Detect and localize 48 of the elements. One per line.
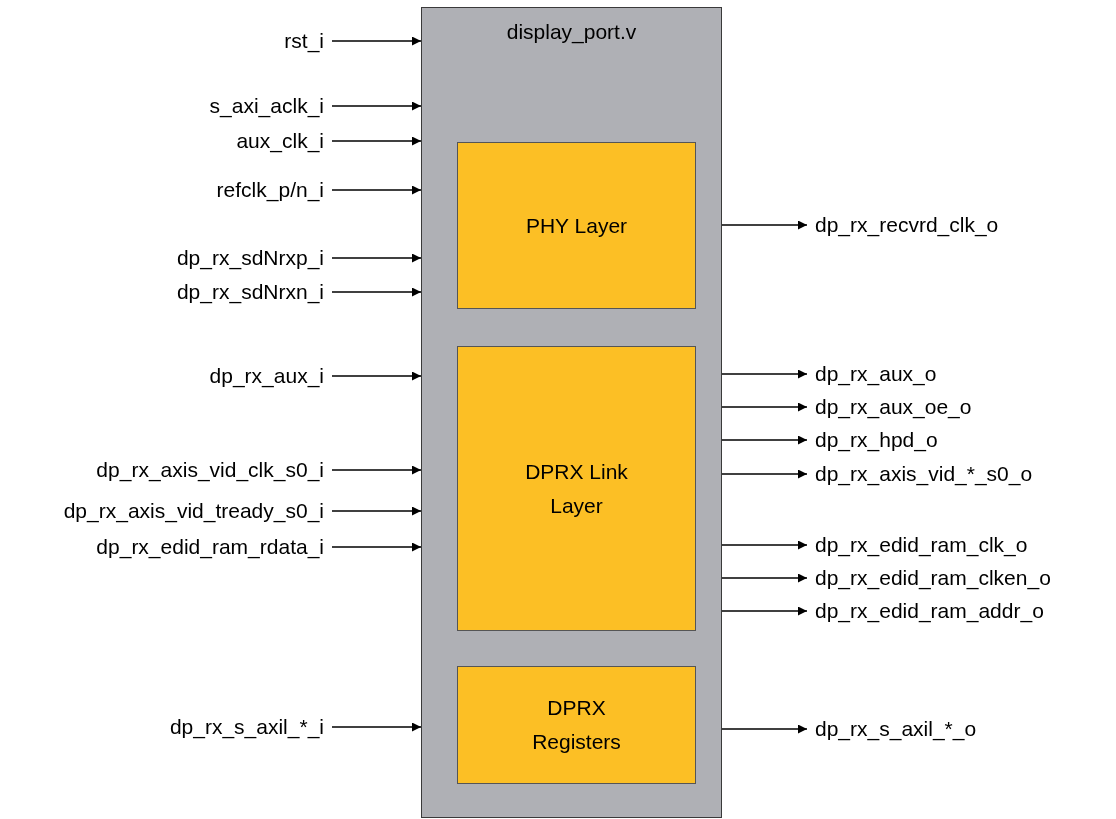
signal-label: dp_rx_edid_ram_clken_o [807,565,1051,591]
signal-label: dp_rx_axis_vid_clk_s0_i [96,457,332,483]
signal-label: dp_rx_edid_ram_clk_o [807,532,1028,558]
signal-label: dp_rx_aux_oe_o [807,394,972,420]
layer-label: PHY Layer [524,212,629,239]
signal-label: dp_rx_edid_ram_rdata_i [96,534,332,560]
signal-label: dp_rx_axis_vid_tready_s0_i [63,498,332,524]
layer-box [457,666,696,784]
signal-label: dp_rx_aux_i [209,363,332,389]
arrow [721,469,808,479]
module-box [421,7,722,818]
arrow [721,606,808,616]
arrow [331,253,422,263]
arrow [331,542,422,552]
layer-label: DPRX Link Layer [524,458,629,519]
signal-label: rst_i [284,28,332,54]
signal-label: dp_rx_edid_ram_addr_o [807,598,1044,624]
arrow [331,136,422,146]
arrow [331,722,422,732]
module-title: display_port.v [505,20,638,44]
signal-label: aux_clk_i [236,128,332,154]
signal-label: dp_rx_recvrd_clk_o [807,212,999,238]
arrow [721,402,808,412]
arrow [331,185,422,195]
layer-label: DPRX Registers [531,695,622,755]
arrow [721,220,808,230]
signal-label: dp_rx_s_axil_*_o [807,716,977,742]
arrow [721,724,808,734]
signal-label: s_axi_aclk_i [209,93,332,119]
arrow [331,36,422,46]
layer-box [457,142,696,309]
signal-label: dp_rx_aux_o [807,361,937,387]
arrow [721,369,808,379]
arrow [331,101,422,111]
signal-label: dp_rx_sdNrxp_i [176,245,332,271]
arrow [721,435,808,445]
arrow [331,506,422,516]
arrow [721,540,808,550]
arrow [331,465,422,475]
signal-label: dp_rx_axis_vid_*_s0_o [807,461,1033,487]
signal-label: dp_rx_s_axil_*_i [169,714,332,740]
signal-label: dp_rx_hpd_o [807,427,938,453]
layer-box [457,346,696,631]
arrow [721,573,808,583]
arrow [331,371,422,381]
signal-label: dp_rx_sdNrxn_i [176,279,332,305]
arrow [331,287,422,297]
signal-label: refclk_p/n_i [216,177,332,203]
